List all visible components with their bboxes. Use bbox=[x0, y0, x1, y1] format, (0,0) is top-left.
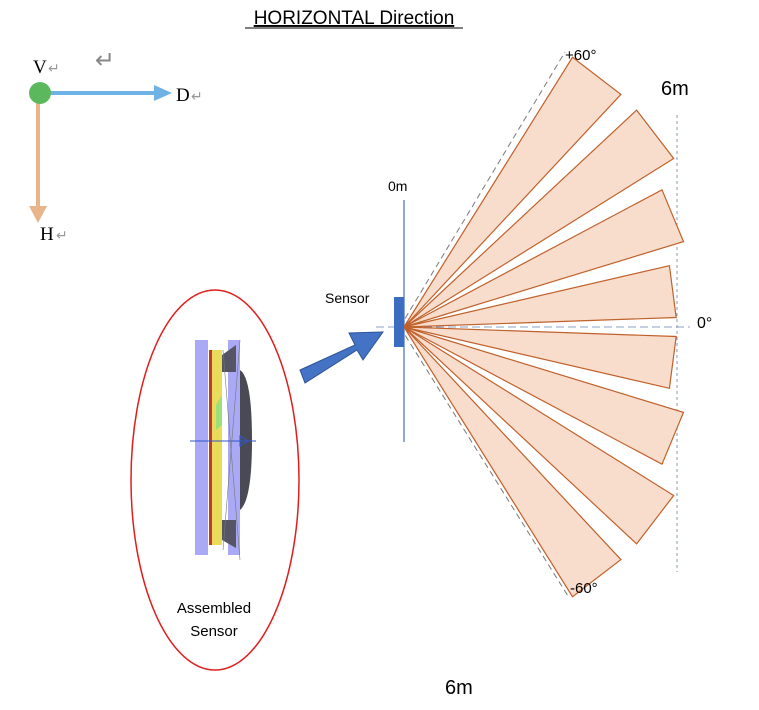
d-axis-arrowhead bbox=[154, 85, 172, 101]
v-axis-dot bbox=[29, 82, 51, 104]
return-mark-large: ↵ bbox=[95, 46, 115, 74]
return-mark-h: ↵ bbox=[56, 228, 68, 244]
beam-3 bbox=[403, 188, 685, 328]
beam-6 bbox=[403, 326, 685, 466]
red-layer bbox=[209, 350, 212, 545]
label-sensor: Sensor bbox=[325, 290, 370, 306]
return-mark-d: ↵ bbox=[191, 89, 203, 105]
beam-1 bbox=[403, 56, 622, 328]
label-range-bottom: 6m bbox=[445, 677, 473, 699]
top-mount bbox=[222, 345, 236, 372]
h-axis-arrowhead bbox=[29, 206, 47, 223]
beam-5 bbox=[403, 326, 677, 390]
beam-2 bbox=[403, 109, 675, 328]
front-plate bbox=[228, 340, 240, 555]
bottom-mount bbox=[222, 520, 236, 548]
beam-8 bbox=[403, 326, 622, 598]
plus60-boundary-line bbox=[399, 51, 566, 328]
page-title: HORIZONTAL Direction bbox=[254, 8, 455, 29]
assembled-label-line1: Assembled bbox=[177, 600, 251, 617]
h-axis-label: H bbox=[40, 224, 54, 245]
assembled-sensor-ellipse bbox=[130, 289, 300, 671]
v-axis-label: V bbox=[33, 57, 47, 78]
detection-fan bbox=[376, 51, 690, 598]
sensor-block bbox=[394, 297, 404, 347]
label-zero-degree: 0° bbox=[697, 315, 712, 332]
label-origin-0m: 0m bbox=[388, 178, 407, 194]
back-plate bbox=[195, 340, 208, 555]
axis-indicator: V ↵ ↵ D ↵ H ↵ bbox=[29, 46, 203, 245]
label-range-top: 6m bbox=[661, 78, 689, 100]
ray-line-2 bbox=[222, 339, 241, 551]
minus60-boundary-line bbox=[399, 326, 569, 597]
beam-7 bbox=[403, 326, 675, 545]
beam-group bbox=[403, 56, 685, 598]
return-mark-v: ↵ bbox=[48, 61, 60, 77]
pointer-arrow bbox=[299, 331, 384, 384]
center-axis-arrowhead bbox=[239, 435, 249, 447]
green-chip bbox=[216, 395, 222, 430]
label-minus60: -60° bbox=[570, 580, 598, 597]
beam-4 bbox=[403, 264, 677, 328]
assembled-label-line2: Sensor bbox=[190, 623, 238, 640]
assembled-sensor: Assembled Sensor bbox=[130, 289, 300, 671]
d-axis-label: D bbox=[176, 85, 190, 106]
ray-line-1 bbox=[222, 349, 241, 561]
yellow-layer bbox=[212, 350, 222, 545]
label-plus60: +60° bbox=[565, 47, 596, 64]
